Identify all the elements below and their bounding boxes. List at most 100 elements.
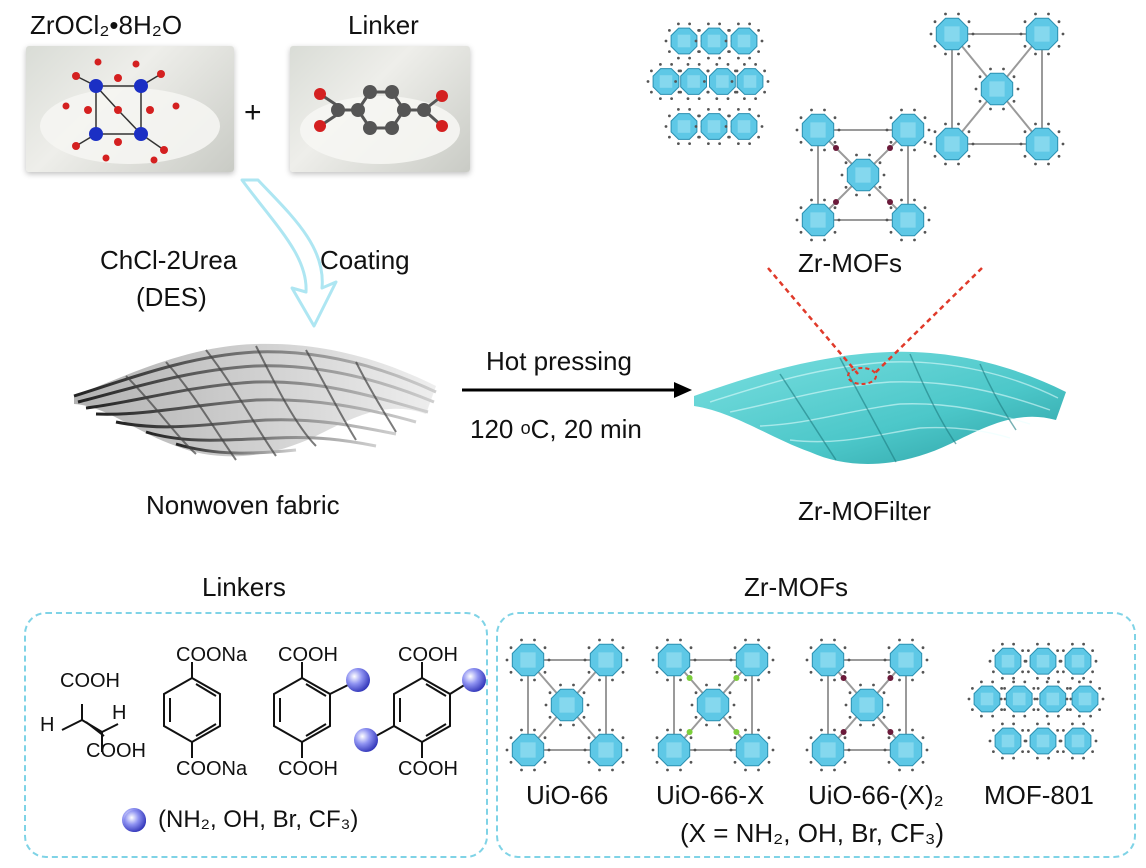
zr-node-2-1 [694, 108, 734, 146]
zr-node-1 [883, 638, 929, 682]
zr-node-1-2 [703, 63, 742, 100]
zr-node-2 [651, 728, 697, 772]
zr-node-center [840, 153, 886, 197]
nonwoven-fabric-image [73, 343, 437, 461]
zr-node-1-2 [1033, 680, 1073, 718]
zr-node-1-0 [646, 63, 686, 100]
zr-node-0 [505, 638, 551, 682]
zr-node-0-1 [1023, 642, 1063, 680]
terephthalic-acid-model [300, 85, 460, 164]
zr-node-0 [929, 12, 975, 56]
zr-node-1-3 [1065, 680, 1105, 718]
zr-node-1 [1019, 12, 1065, 56]
zr-node-1-1 [674, 63, 713, 100]
zr-node-0 [795, 108, 841, 152]
zr-node-1-1 [999, 680, 1039, 718]
acid-h-right: H [112, 702, 127, 724]
zr-node-1-3 [730, 63, 770, 100]
product-label: Zr-MOFilter [798, 496, 931, 526]
zr-node-1 [729, 638, 775, 682]
zr-node-1-0 [967, 680, 1007, 718]
zr-node-2-0 [988, 722, 1028, 760]
acid-cooh-top: COOH [60, 670, 120, 692]
functional-group-dot [686, 675, 693, 681]
zr-oxo-cluster-model [40, 58, 220, 164]
zr-node-2-2 [724, 108, 764, 146]
zr-mofs-label-top: Zr-MOFs [798, 248, 902, 278]
zr-node-center [544, 683, 590, 727]
zr-node-0-1 [694, 22, 734, 60]
mof-label-uio66-x: UiO-66-X [656, 780, 765, 810]
zr-node-0-2 [1058, 642, 1098, 680]
functional-group-dot [840, 675, 847, 681]
coating-label: Coating [320, 245, 410, 275]
linkers-panel-title: Linkers [202, 572, 286, 602]
tpa-x-bottom: COOH [278, 758, 338, 780]
tpa-x-top: COOH [278, 644, 338, 666]
solvent-label: ChCl-2Urea [100, 245, 238, 275]
metal-salt-label: ZrOCl₂•8H₂O [30, 10, 183, 40]
mof-label-uio66-x2: UiO-66-(X)₂ [808, 780, 944, 810]
zr-node-center [690, 683, 736, 727]
mofs-panel [496, 612, 1136, 858]
mofs-panel-title: Zr-MOFs [744, 572, 848, 602]
zr-node-0-0 [664, 22, 704, 60]
functional-group-dot [887, 675, 894, 681]
uio66-structure [505, 638, 629, 772]
zr-node-2 [929, 122, 975, 166]
mof801-structure-top [646, 22, 770, 146]
uio66-x2-structure [805, 638, 929, 772]
mof-label-uio66: UiO-66 [526, 780, 609, 810]
zr-node-2 [505, 728, 551, 772]
uio66-x2-structure-top [795, 108, 931, 242]
zr-node-center [844, 683, 890, 727]
tpa-na-bottom: COONa [176, 758, 248, 780]
zr-node-3 [883, 728, 929, 772]
functional-group-dot [833, 145, 839, 151]
functional-group-dot [686, 729, 693, 735]
zr-node-3 [1019, 122, 1065, 166]
functional-group-dot [887, 729, 894, 735]
functional-group-dot [887, 145, 893, 151]
functional-group-dot [833, 199, 839, 205]
conditions-degree: o [520, 418, 531, 438]
zr-node-center [974, 67, 1020, 111]
zr-node-2 [805, 728, 851, 772]
substituent-sphere-icon [124, 810, 146, 832]
conditions-label: 120 oC, 20 min [470, 414, 642, 445]
tpa-na-top: COONa [176, 644, 248, 666]
solvent-abbr-label: (DES) [136, 282, 207, 312]
zr-node-3 [885, 198, 931, 242]
mof-label-mof801: MOF-801 [984, 780, 1094, 810]
zr-node-0 [651, 638, 697, 682]
hot-pressing-label: Hot pressing [486, 346, 632, 376]
x-substituents-note: (X = NH₂, OH, Br, CF₃) [680, 818, 945, 848]
uio66-x-structure [651, 638, 775, 772]
functional-group-dot [733, 729, 740, 735]
hot-pressing-arrow [462, 382, 692, 398]
zr-mofilter-image [694, 351, 1066, 464]
mof801-structure [967, 642, 1105, 760]
zoom-lines [767, 267, 983, 375]
zr-node-0-0 [988, 642, 1028, 680]
linker-photo [290, 46, 470, 172]
zr-node-2-1 [1023, 722, 1063, 760]
zr-node-0-2 [724, 22, 764, 60]
zr-cluster-photo [26, 46, 234, 172]
acid-h-left: H [40, 714, 55, 736]
zr-node-2-0 [664, 108, 704, 146]
coating-arrow [240, 178, 338, 328]
zr-node-2-2 [1058, 722, 1098, 760]
tpa-x2-bottom: COOH [398, 758, 458, 780]
acid-cooh-bottom: COOH [86, 740, 146, 762]
zr-node-1 [885, 108, 931, 152]
zr-node-1 [583, 638, 629, 682]
conditions-rest: C, 20 min [530, 414, 642, 444]
zr-node-3 [583, 728, 629, 772]
functional-group-dot [840, 729, 847, 735]
uio66-structure-top [929, 12, 1065, 166]
substituents-label: (NH₂, OH, Br, CF₃) [158, 806, 359, 833]
functional-group-dot [887, 199, 893, 205]
conditions-temp: 120 [470, 414, 521, 444]
plus-sign: + [244, 96, 262, 129]
